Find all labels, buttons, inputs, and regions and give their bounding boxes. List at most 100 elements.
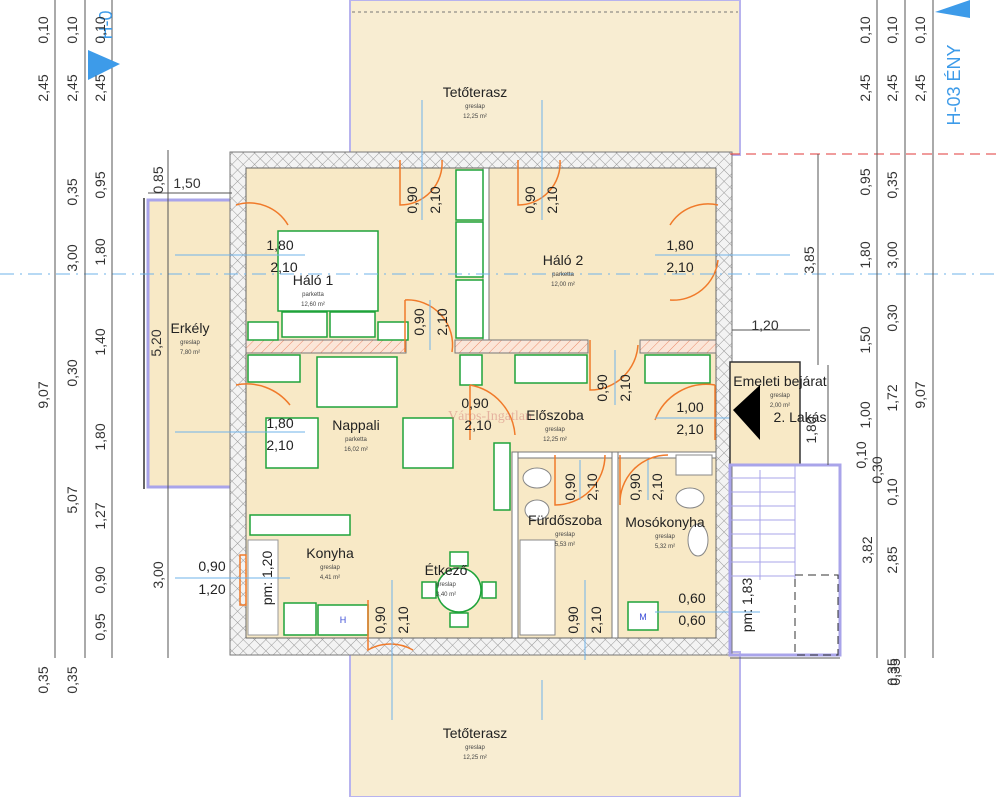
dimension-label: 2,45 (92, 74, 108, 101)
dimension-label: 9,07 (35, 381, 51, 408)
room-name: Háló 1 (293, 272, 334, 288)
opening-width: 1,00 (676, 399, 703, 415)
dimension-label: 0,10 (857, 16, 873, 43)
dimension-label: 0,30 (869, 456, 885, 483)
wall-bath (611, 451, 619, 639)
room-floor-material: parketta (302, 292, 324, 298)
room-name: Erkély (171, 320, 210, 336)
dimension-label: 0,10 (884, 478, 900, 505)
dimension-label: 1,20 (751, 317, 778, 333)
opening-width: 0,90 (562, 473, 578, 500)
opening-width: 0,90 (594, 374, 610, 401)
room-name: Étkező (425, 562, 468, 578)
dimension-label: 9,07 (912, 381, 928, 408)
dimension-label: 2,45 (35, 74, 51, 101)
dimension-label: 1,27 (92, 502, 108, 529)
opening-width: 1,80 (666, 237, 693, 253)
balcony (146, 198, 236, 489)
room-name: Konyha (306, 545, 354, 561)
dimension-label: 1,80 (92, 238, 108, 265)
opening-height: 2,10 (464, 417, 491, 433)
dimension-label: 0,90 (92, 566, 108, 593)
room-floor-material: greslap (545, 427, 565, 433)
dimension-label: 3,00 (150, 561, 166, 588)
terrace-bottom (349, 651, 741, 797)
dimension-label: 0,35 (884, 658, 900, 685)
room-name: Emeleti bejárat (733, 373, 826, 389)
room-floor-material: greslap (465, 104, 485, 110)
wall-horizontal (245, 339, 407, 354)
opening-width: 0,90 (565, 606, 581, 633)
room-name: Tetőterasz (443, 725, 508, 741)
dimension-label: 0,95 (857, 168, 873, 195)
opening-height: 2,10 (266, 437, 293, 453)
dimension-label: 1,80 (92, 423, 108, 450)
section-marker-right-icon (935, 0, 970, 18)
dimension-label: 0,85 (150, 166, 166, 193)
dimension-label: 0,30 (64, 359, 80, 386)
section-marker-left-icon (88, 50, 120, 80)
room-area: 7,80 m² (180, 350, 200, 356)
opening-height: 2,10 (270, 259, 297, 275)
opening-height: 2,10 (427, 186, 443, 213)
room-area: 12,25 m² (463, 114, 487, 120)
room-name: Előszoba (526, 407, 584, 423)
opening-height: 1,20 (198, 581, 225, 597)
room-area: 12,60 m² (301, 302, 325, 308)
opening-height: 2,10 (434, 308, 450, 335)
opening-width: 0,60 (678, 590, 705, 606)
staircase (728, 463, 842, 657)
room-floor-material: greslap (180, 340, 200, 346)
opening-width: 1,80 (266, 415, 293, 431)
room-floor-material: greslap (436, 582, 456, 588)
room-area: 12,00 m² (551, 282, 575, 288)
opening-width: 1,80 (266, 237, 293, 253)
room-name: Háló 2 (543, 252, 584, 268)
stair-void (794, 574, 839, 656)
washing-machine-label: M (639, 612, 647, 622)
opening-width: 0,90 (372, 606, 388, 633)
room-name: Fürdőszoba (528, 512, 602, 528)
section-mark-right: H-03 ÉNY (944, 44, 964, 125)
room-floor-material: greslap (555, 532, 575, 538)
sill-height-label: pm: 1,83 (739, 578, 755, 633)
room-area: 12,25 m² (463, 755, 487, 761)
dimension-label: 0,35 (64, 666, 80, 693)
dimension-label: 0,10 (92, 16, 108, 43)
dimension-label: 2,45 (857, 74, 873, 101)
dimension-label: 2,85 (884, 546, 900, 573)
kitchen-inner (247, 539, 279, 636)
furniture (247, 169, 711, 636)
unit-label: 2. Lakás (774, 409, 827, 425)
dimension-label: 0,30 (884, 304, 900, 331)
section-mark-left: H-0 (96, 10, 116, 39)
watermark: Város-Ingatlan (448, 409, 532, 424)
dimension-label: 0,10 (64, 16, 80, 43)
dimension-label: 1,80 (857, 241, 873, 268)
wall-horizontal (454, 339, 589, 354)
opening-height: 0,60 (678, 612, 705, 628)
room-floor-material: parketta (552, 272, 574, 278)
sanitary-fixtures (519, 454, 713, 636)
room-area: 12,25 m² (543, 437, 567, 443)
dimension-label: 3,00 (64, 244, 80, 271)
room-name: Nappali (332, 417, 379, 433)
dimension-label: 0,10 (853, 441, 869, 468)
room-floor-material: greslap (655, 534, 675, 540)
dimension-label: 1,40 (92, 328, 108, 355)
dimension-label: 5,20 (148, 329, 164, 356)
room-area: 5,32 m² (655, 544, 675, 550)
opening-height: 2,10 (649, 473, 665, 500)
room-floor-material: greslap (320, 565, 340, 571)
wall-horizontal (639, 339, 717, 354)
dimension-label: 2,45 (884, 74, 900, 101)
opening-width: 0,90 (627, 473, 643, 500)
opening-height: 2,10 (395, 606, 411, 633)
room-area: 4,41 m² (320, 575, 340, 581)
dimension-label: 2,45 (912, 74, 928, 101)
opening-width: 0,90 (404, 186, 420, 213)
dimension-label: 0,95 (92, 171, 108, 198)
dimension-label: 1,00 (857, 401, 873, 428)
dimension-label: 3,00 (884, 241, 900, 268)
